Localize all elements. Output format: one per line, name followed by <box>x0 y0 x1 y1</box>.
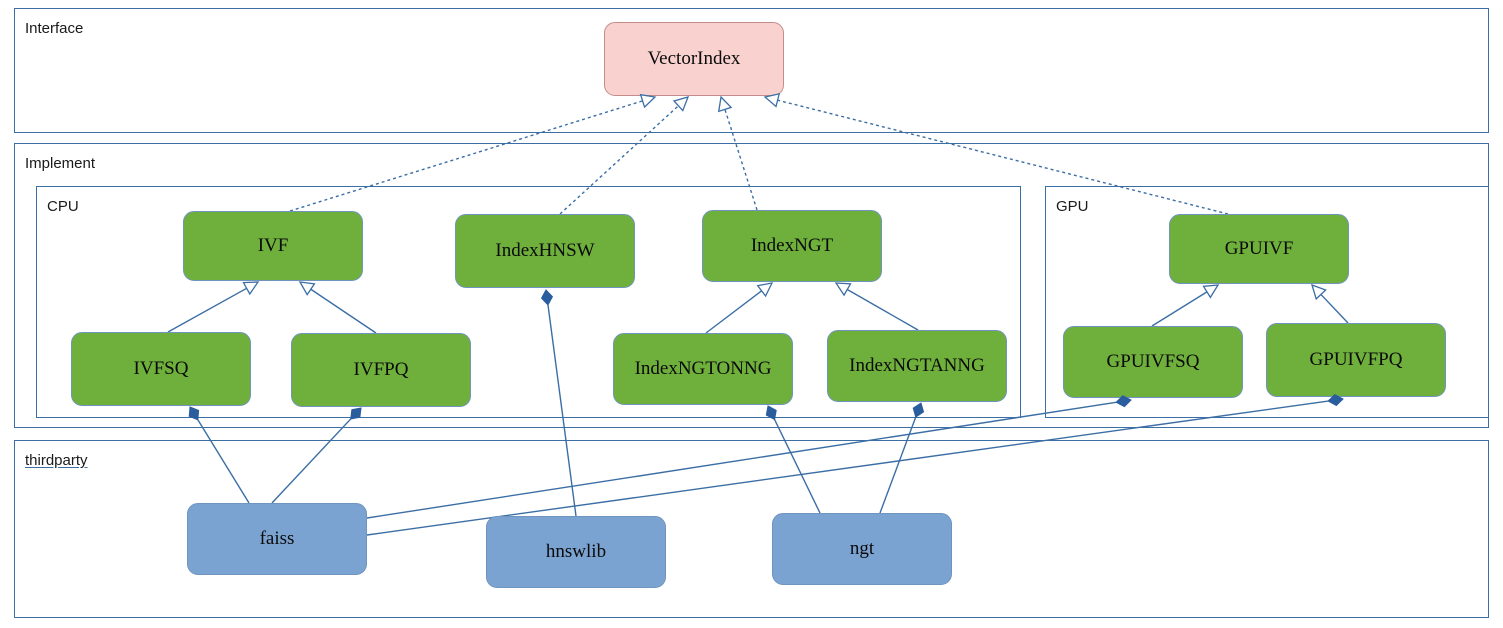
package-label-thirdparty: thirdparty <box>25 453 88 468</box>
edge-indexngt-to-vectorindex <box>724 109 758 211</box>
edge-ivfsq-to-ivf <box>167 287 247 333</box>
class-node-ivfpq[interactable]: IVFPQ <box>291 333 471 407</box>
package-label-implement: Implement <box>25 155 96 172</box>
class-node-vectorindex[interactable]: VectorIndex <box>604 22 784 96</box>
class-node-gpuivfpq[interactable]: GPUIVFPQ <box>1266 323 1446 397</box>
class-node-gpuivfsq[interactable]: GPUIVFSQ <box>1063 326 1243 398</box>
package-label-cpu: CPU <box>47 198 79 215</box>
class-node-indexngtanng[interactable]: IndexNGTANNG <box>827 330 1007 402</box>
edge-ngt-to-indexngtonng <box>773 419 821 514</box>
edge-indexhnsw-to-vectorindex <box>559 105 679 215</box>
edge-ivf-to-vectorindex <box>289 100 643 212</box>
package-label-thirdparty-text: thirdparty <box>25 452 88 469</box>
edge-faiss-to-gpuivfpq <box>366 400 1329 536</box>
edge-gpuivf-to-vectorindex <box>777 99 1229 215</box>
edge-ngt-to-indexngtanng <box>879 416 917 514</box>
edge-faiss-to-ivfsq <box>197 419 250 504</box>
package-gpu[interactable] <box>1045 186 1489 418</box>
edge-indexngtonng-to-indexngt <box>705 290 763 334</box>
class-node-ivfsq[interactable]: IVFSQ <box>71 332 251 406</box>
package-label-gpu: GPU <box>1056 198 1089 215</box>
package-cpu[interactable] <box>36 186 1021 418</box>
class-node-ivf[interactable]: IVF <box>183 211 363 281</box>
class-node-ngt[interactable]: ngt <box>772 513 952 585</box>
class-node-indexngtonng[interactable]: IndexNGTONNG <box>613 333 793 405</box>
package-interface[interactable] <box>14 8 1489 133</box>
edge-gpuivfpq-to-gpuivf <box>1320 293 1349 324</box>
class-node-indexngt[interactable]: IndexNGT <box>702 210 882 282</box>
edge-gpuivfsq-to-gpuivf <box>1151 291 1208 327</box>
class-node-hnswlib[interactable]: hnswlib <box>486 516 666 588</box>
class-node-indexhnsw[interactable]: IndexHNSW <box>455 214 635 288</box>
edge-faiss-to-ivfpq <box>271 418 352 504</box>
edge-ivfpq-to-ivf <box>310 288 377 334</box>
class-node-gpuivf[interactable]: GPUIVF <box>1169 214 1349 284</box>
edge-indexngtanng-to-indexngt <box>846 288 919 331</box>
edge-hnswlib-to-indexhnsw <box>547 304 577 517</box>
package-label-interface: Interface <box>25 20 84 37</box>
class-node-faiss[interactable]: faiss <box>187 503 367 575</box>
package-thirdparty[interactable] <box>14 440 1489 618</box>
edge-faiss-to-gpuivfsq <box>366 401 1117 519</box>
